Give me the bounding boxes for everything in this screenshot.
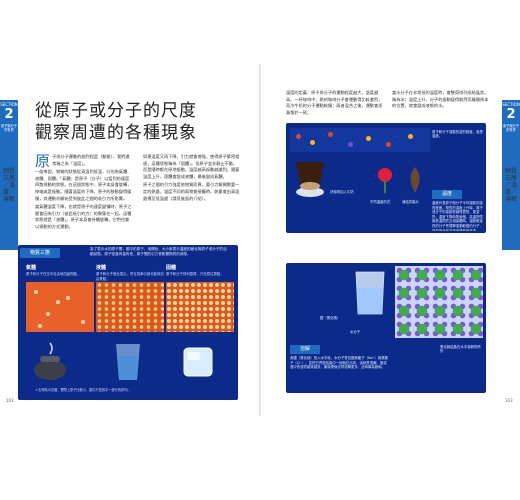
title-line-2: 觀察周遭的各種現象 — [35, 123, 197, 143]
section-tab-left: SECTION 2 原子與分子的世界 — [0, 100, 18, 250]
flower-image — [378, 168, 392, 193]
paragraph-1: 子與分子運動的劇烈程度（動能），我們通常稱之為「溫度」。 — [52, 154, 130, 166]
section-number: 2 — [4, 107, 14, 122]
solid-label: 固體 — [166, 265, 177, 271]
drop-cap: 原 — [35, 152, 51, 170]
section-subtitle: 原子與分子的世界 — [503, 124, 519, 132]
flower-caption: 不同溫度的花 — [370, 200, 391, 204]
section-number: 2 — [506, 107, 516, 122]
solid-column: 固體 原子和分子排列整齊，只在原位振動。 — [166, 265, 234, 332]
title-line-1: 從原子或分子的尺度 — [35, 101, 197, 121]
panel-footnote: ＊右側為示意圖，實際上原子比較小，圖中只是其中一部分的排列。 — [35, 388, 131, 392]
temperature-text: 溫度代表原子與分子平均運動的激烈程度。物質的溫度上升時，原子或分子的運動會變得更… — [432, 201, 483, 231]
panel-heading: 物質三態 — [20, 248, 60, 258]
liquid-column: 液體 原子和分子彼此靠近，會互相牽引卻也能夠自由移動。 — [96, 265, 164, 332]
section-subtitle: 原子與分子的世界 — [1, 124, 17, 132]
paragraph-3: 當氣體溫度下降，也就是原子的速度變慢時，原子之間會因為引力（彼此吸引的力）的聚集… — [35, 204, 132, 229]
solid-description: 原子和分子排列整齊，只在原位振動。 — [166, 272, 224, 276]
page-number-left: 102 — [6, 398, 14, 403]
liquid-label: 液體 — [96, 265, 107, 271]
panel-intro-text: 為了表示水的原子間，圖中的原子，用顏色、大小來表示溫度的變化與原子或分子的活動狀… — [90, 247, 227, 256]
moving-molecules-strip — [290, 128, 430, 152]
water-caption: 水分子 — [350, 330, 361, 334]
page-gutter — [259, 64, 261, 416]
right-body-text-2: 當水分子在非常低的溫度時，會整齊排列成結晶狀，稱為冰；溫度上升，分子的振動變得劇… — [392, 90, 489, 109]
temperature-label: 原子和分子運動的激烈程度，就是溫度。 — [432, 130, 483, 139]
ice-cube-image — [183, 347, 213, 377]
paragraph-2: 一般來說，物質的狀態從高溫到低溫，分別為氣體、液體、固體。「氣體」是原子（分子）… — [35, 169, 132, 201]
vertical-topic-label-right: 物質三態／溫度／溶解 — [505, 168, 518, 203]
page-title: 從原子或分子的尺度 觀察周遭的各種現象 — [35, 100, 197, 144]
dissolving-heading: 溶解 — [290, 345, 320, 354]
section-label: SECTION — [502, 102, 520, 107]
paragraph-5: 原子之間的引力強度依物質而異，要引力解開需要一定的熱量，溫度不同的兩物質接觸時，… — [143, 182, 240, 201]
right-body-text-1: 溫度的定義：原子與分子的運動程度越大，溫度越高。一杯咖啡中，熱的咖啡分子會運動得… — [286, 90, 383, 115]
coffee-cup-image — [296, 162, 324, 197]
coffee-caption: 熱咖啡加入牛奶 — [330, 190, 354, 194]
dissolving-text: 食鹽（氯化鈉）放入水中後，水分子會包圍鈉離子（Na⁺）與氯離子（Cl⁻），並把它… — [290, 356, 388, 370]
temperature-heading: 溫度 — [432, 190, 462, 199]
paragraph-4: 如果溫度又再下降，引力就會增強，使得原子緊密相連，這種狀態稱為「固體」。但原子並… — [143, 154, 240, 179]
liquid-molecule-diagram — [96, 282, 164, 332]
kettle-steam-image — [34, 342, 66, 380]
frozen-leaf-image — [410, 167, 420, 193]
vertical-topic-label-left: 物質三態／溫度／溶解 — [3, 168, 16, 203]
solid-molecule-diagram — [166, 282, 234, 332]
page-number-right: 103 — [505, 398, 513, 403]
gas-column: 氣體 原子和分子在空中自由地四處飛動。 — [26, 265, 94, 332]
salt-crystal-diagram — [395, 266, 483, 338]
dissolving-caption: 氯化鈉結晶在水中溶解的情形 — [440, 345, 481, 354]
water-glass-image — [116, 344, 140, 380]
liquid-description: 原子和分子彼此靠近，會互相牽引卻也能夠自由移動。 — [96, 272, 164, 281]
gas-label: 氣體 — [26, 265, 37, 271]
gas-description: 原子和分子在空中自由地四處飛動。 — [26, 272, 81, 276]
section-label: SECTION — [0, 102, 18, 107]
salt-caption: 鹽（氯化鈉） — [320, 316, 341, 320]
body-text-column-1: 原 子與分子運動的劇烈程度（動能），我們通常稱之為「溫度」。 一般來說，物質的狀… — [35, 154, 133, 231]
body-text-column-2: 如果溫度又再下降，引力就會增強，使得原子緊密相連，這種狀態稱為「固體」。但原子並… — [143, 154, 241, 202]
section-tab-right: SECTION 2 原子與分子的世界 — [502, 100, 520, 250]
beaker-image — [355, 271, 385, 315]
leaf-caption: 凍結的葉片 — [402, 200, 419, 204]
gas-molecule-diagram — [26, 282, 94, 332]
